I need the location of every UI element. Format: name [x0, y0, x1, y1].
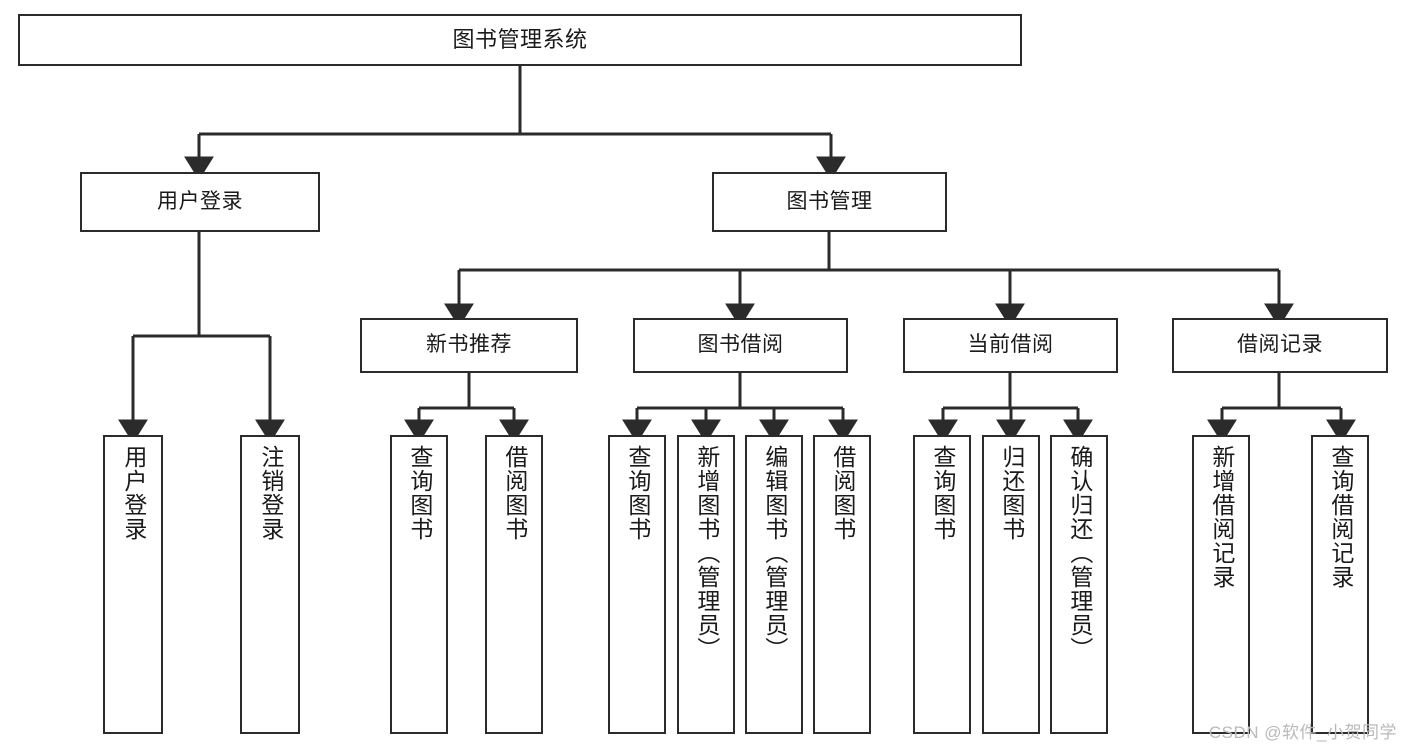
node-label: 查询图书 [624, 445, 651, 541]
leaf-confirm-return-admin[interactable]: 确认归还（管理员） [1050, 435, 1108, 734]
leaf-user-login[interactable]: 用户登录 [103, 435, 163, 734]
node-label: 新书推荐 [426, 333, 512, 357]
node-label: 用户登录 [120, 445, 147, 541]
node-label: 新增借阅记录 [1208, 445, 1235, 589]
leaf-add-book-admin[interactable]: 新增图书（管理员） [677, 435, 735, 734]
node-book-management[interactable]: 图书管理 [712, 172, 947, 232]
node-label: 确认归还（管理员） [1066, 445, 1093, 661]
node-label: 归还图书 [998, 445, 1025, 541]
node-label: 用户登录 [157, 189, 243, 213]
leaf-return-book[interactable]: 归还图书 [982, 435, 1040, 734]
node-user-login[interactable]: 用户登录 [80, 172, 320, 232]
node-label: 图书管理 [786, 189, 873, 213]
node-label: 借阅记录 [1237, 333, 1323, 357]
node-label: 编辑图书（管理员） [761, 445, 788, 661]
node-label: 新增图书（管理员） [693, 445, 720, 661]
node-label: 查询借阅记录 [1327, 445, 1354, 589]
node-label: 图书管理系统 [452, 27, 588, 53]
watermark-text: CSDN @软件_小贺同学 [1208, 723, 1397, 742]
leaf-logout[interactable]: 注销登录 [240, 435, 300, 734]
node-label: 借阅图书 [501, 445, 528, 541]
leaf-query-book-current[interactable]: 查询图书 [913, 435, 971, 734]
node-root-system[interactable]: 图书管理系统 [18, 14, 1022, 66]
node-label: 注销登录 [257, 445, 284, 541]
leaf-query-book-borrow[interactable]: 查询图书 [608, 435, 666, 734]
node-new-book-recommend[interactable]: 新书推荐 [360, 318, 578, 373]
node-book-borrow[interactable]: 图书借阅 [633, 318, 848, 373]
leaf-query-book-recommend[interactable]: 查询图书 [390, 435, 448, 734]
leaf-query-borrow-record[interactable]: 查询借阅记录 [1311, 435, 1369, 734]
leaf-borrow-book-recommend[interactable]: 借阅图书 [485, 435, 543, 734]
leaf-borrow-book[interactable]: 借阅图书 [813, 435, 871, 734]
node-label: 当前借阅 [967, 333, 1054, 357]
node-borrow-record[interactable]: 借阅记录 [1172, 318, 1388, 373]
node-label: 图书借阅 [697, 333, 784, 357]
node-current-borrow[interactable]: 当前借阅 [903, 318, 1118, 373]
node-label: 查询图书 [406, 445, 433, 541]
node-label: 借阅图书 [829, 445, 856, 541]
leaf-add-borrow-record[interactable]: 新增借阅记录 [1192, 435, 1250, 734]
node-label: 查询图书 [929, 445, 956, 541]
leaf-edit-book-admin[interactable]: 编辑图书（管理员） [745, 435, 803, 734]
